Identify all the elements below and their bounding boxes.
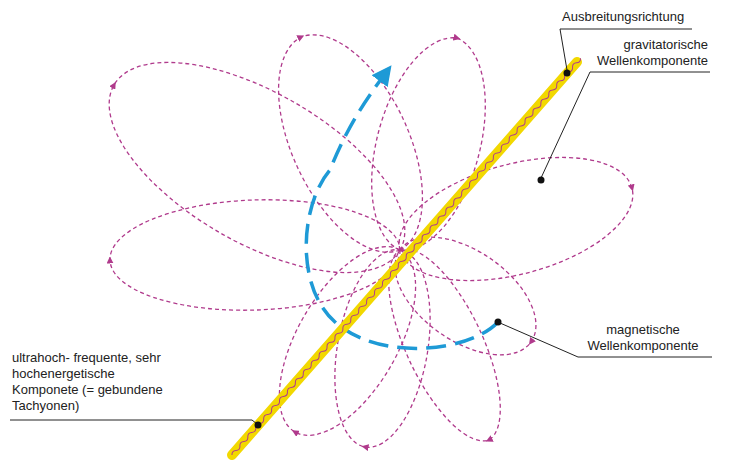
anchor-dot <box>495 319 502 326</box>
anchor-dot <box>538 177 545 184</box>
callout-label: Ausbreitungsrichtung <box>562 9 702 25</box>
underline <box>590 72 710 73</box>
callout-label: ultrahoch- frequente, sehr hochenergetis… <box>12 350 164 414</box>
callout-label: magnetische Wellenkomponente <box>578 322 708 354</box>
anchor-dots <box>255 70 571 429</box>
field-loop <box>395 237 536 355</box>
gravitational-loops <box>109 35 633 448</box>
underline <box>10 420 252 421</box>
magnetic-circle <box>306 78 498 348</box>
field-loop <box>279 35 423 252</box>
underline <box>578 357 712 358</box>
underline <box>560 29 692 30</box>
anchor-dot <box>255 422 262 429</box>
field-loop <box>109 62 405 272</box>
callout-label: gravitatorische Wellenkomponente <box>590 37 708 69</box>
wave-line <box>231 57 582 456</box>
leader-line <box>560 29 567 70</box>
anchor-dot <box>564 70 571 77</box>
leader-line <box>541 72 590 178</box>
tachyon-wave <box>231 57 582 456</box>
field-loop <box>372 38 486 251</box>
field-loop <box>110 200 400 310</box>
leader-line <box>500 323 578 357</box>
leader-lines <box>10 29 712 424</box>
